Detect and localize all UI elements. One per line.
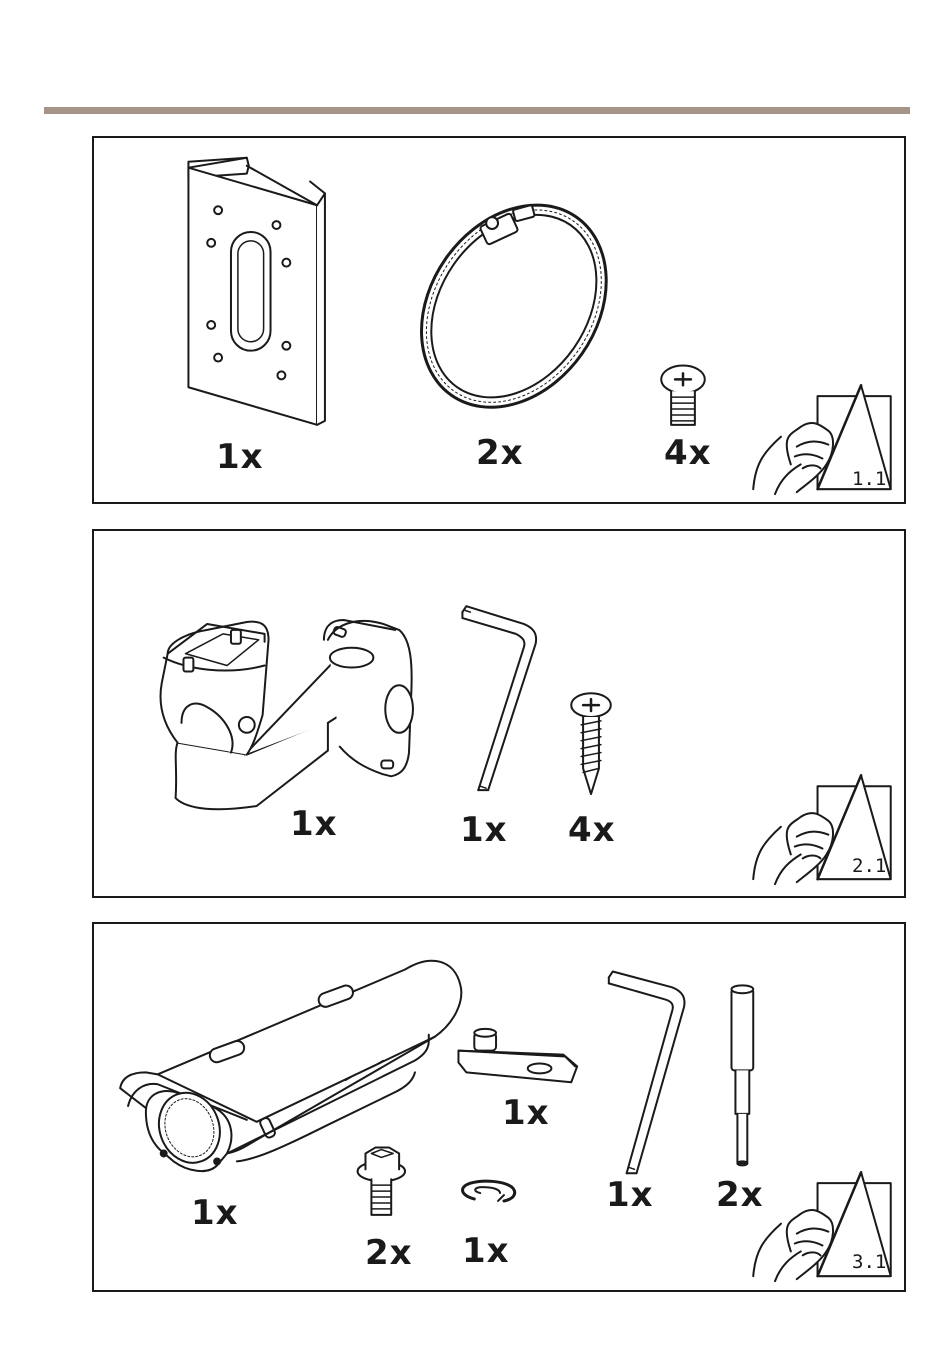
- qty-wall-bracket: 1x: [290, 807, 338, 841]
- qty-wood-screw: 4x: [568, 813, 616, 847]
- hose-clamp-icon: [383, 169, 644, 443]
- hex-flange-screw-icon: [358, 1148, 405, 1215]
- wall-bracket-icon: [161, 620, 413, 809]
- qty-mounting-clip: 1x: [502, 1096, 550, 1130]
- panel-package-1: 1x 2x 4x 1.1: [92, 136, 906, 504]
- qty-machine-screw: 4x: [664, 436, 712, 470]
- qty-split-washer: 1x: [462, 1234, 510, 1268]
- qty-mounting-plate: 1x: [216, 440, 264, 474]
- hex-key-icon: [462, 606, 536, 790]
- qty-camera-housing: 1x: [191, 1196, 239, 1230]
- step-ref-label: 2.1: [852, 857, 886, 876]
- qty-hose-clamp: 2x: [476, 436, 524, 470]
- split-washer-icon: [463, 1181, 515, 1201]
- qty-hex-key: 1x: [606, 1178, 654, 1212]
- step-ref-label: 3.1: [852, 1253, 886, 1272]
- step-ref-label: 1.1: [852, 470, 886, 489]
- panel-package-3: 1x 1x 2x 1x 1x 2x 3.1: [92, 922, 906, 1292]
- hex-key-icon: [609, 971, 685, 1173]
- qty-hex-flange-screw: 2x: [365, 1236, 413, 1270]
- mounting-plate-icon: [188, 158, 325, 425]
- header-rule: [44, 107, 910, 114]
- screw-bit-icon: [731, 985, 753, 1165]
- camera-housing-icon: [120, 961, 461, 1172]
- wood-screw-icon: [571, 693, 611, 794]
- panel-package-2: 1x 1x 4x 2.1: [92, 529, 906, 898]
- qty-screw-bit: 2x: [716, 1178, 764, 1212]
- mounting-clip-icon: [458, 1029, 577, 1082]
- machine-screw-icon: [661, 366, 705, 425]
- qty-hex-key: 1x: [460, 813, 508, 847]
